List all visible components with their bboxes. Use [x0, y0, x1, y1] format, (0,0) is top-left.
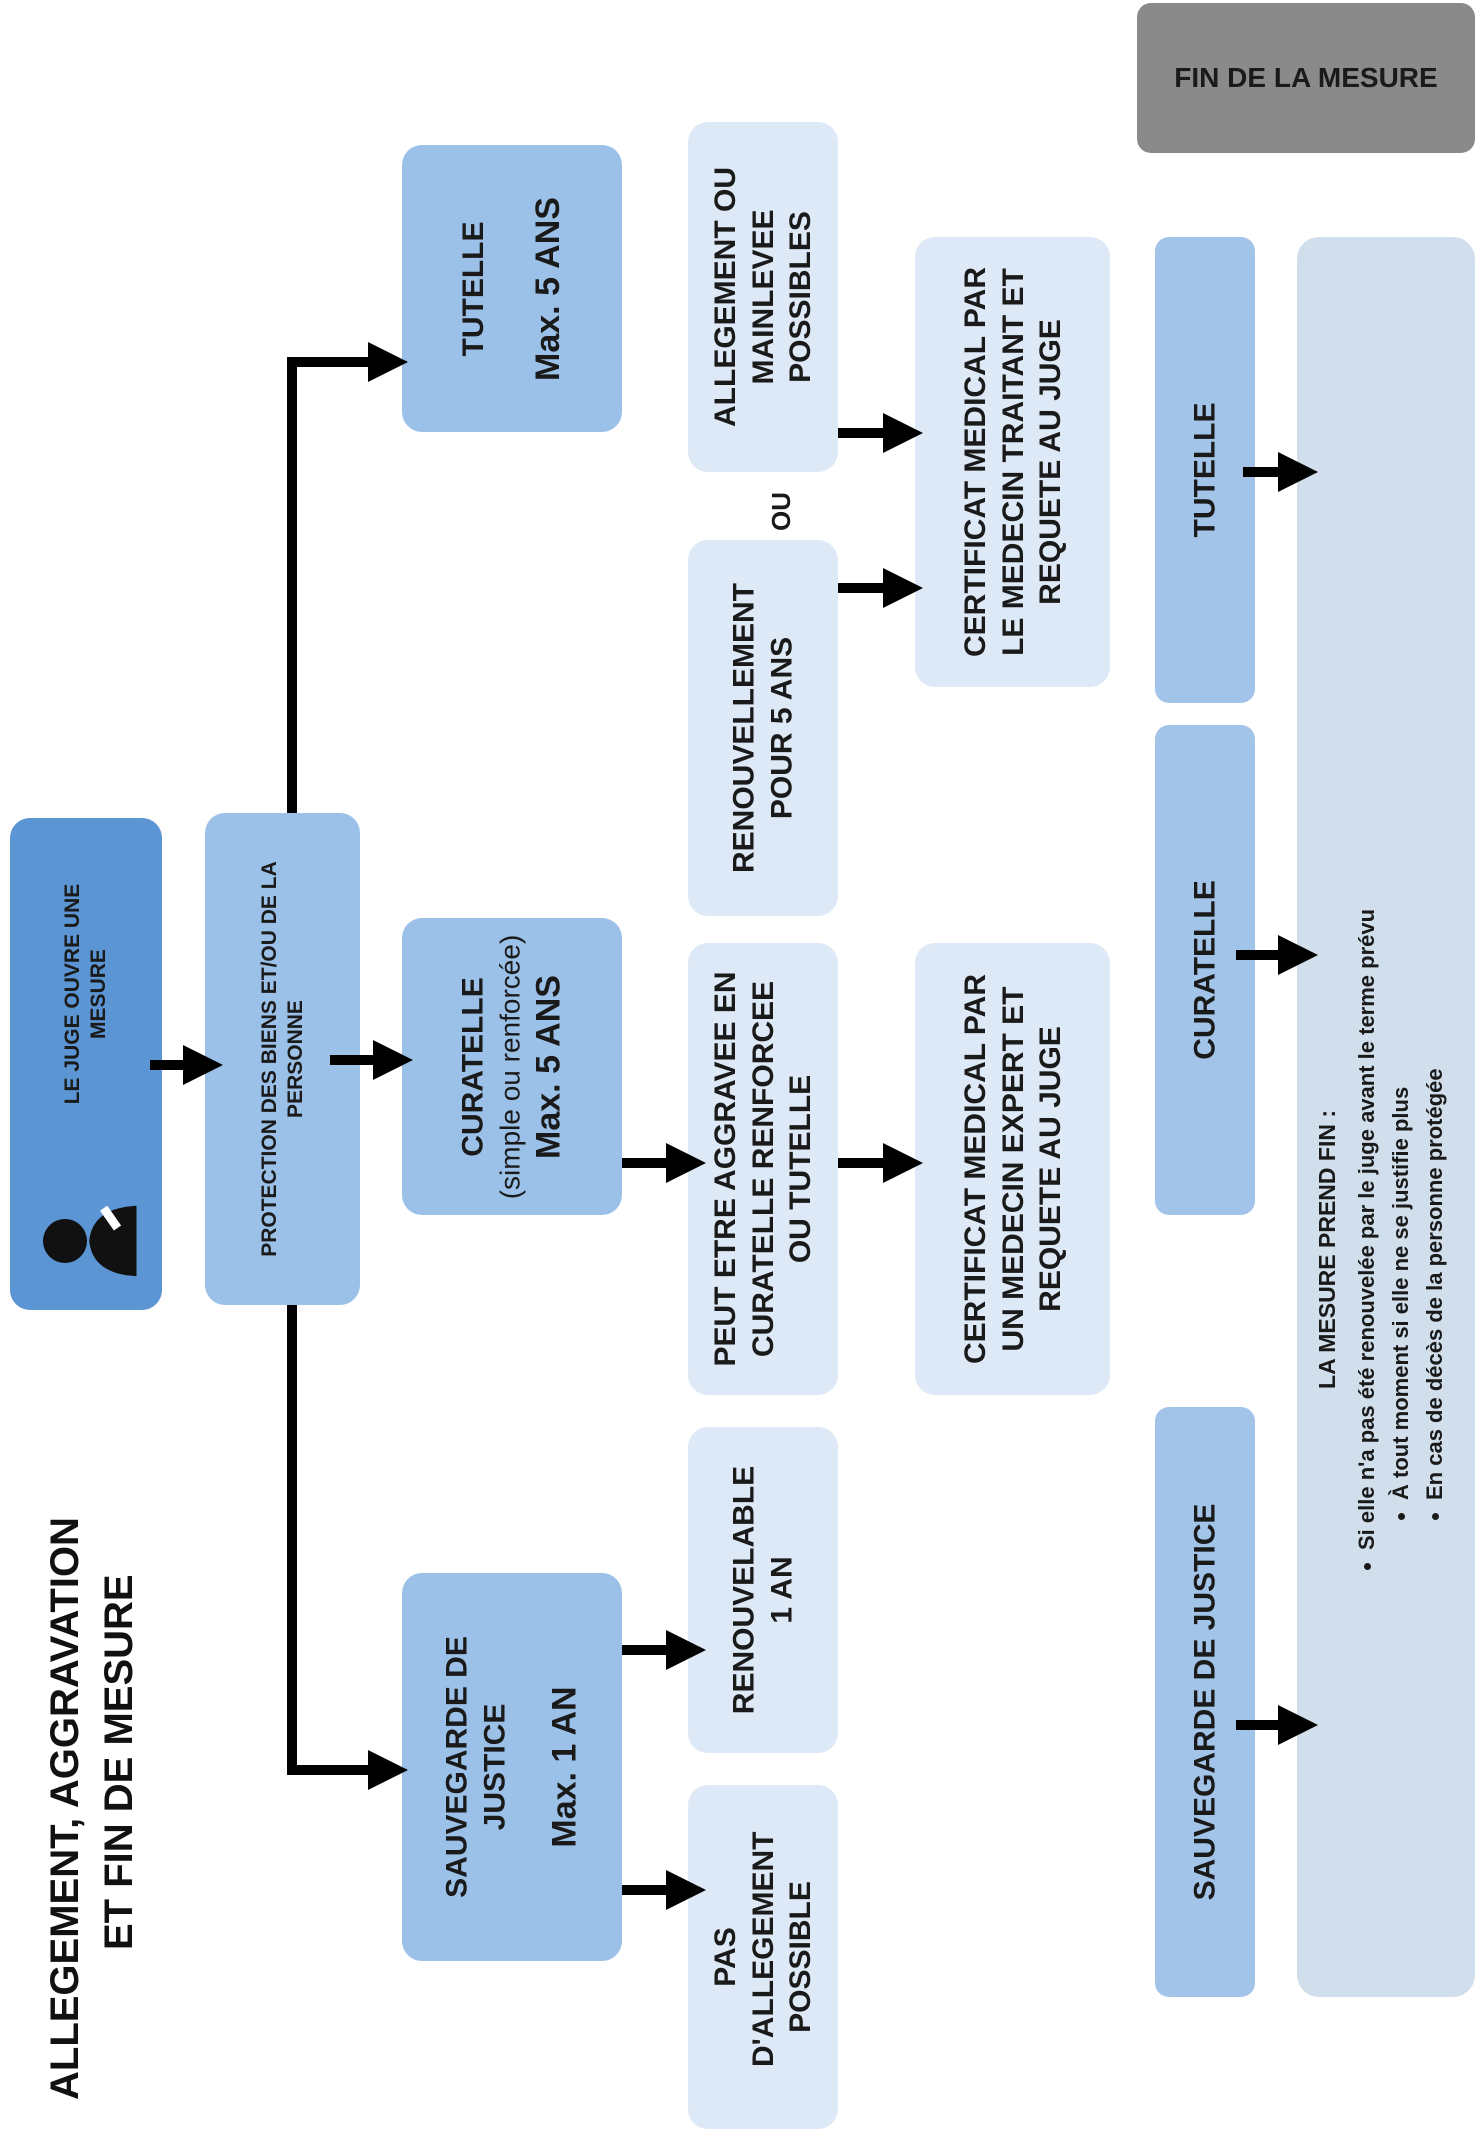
tutelle-box: TUTELLE Max. 5 ANS — [402, 145, 622, 432]
curatelle-box: CURATELLE (simple ou renforcée) Max. 5 A… — [402, 918, 622, 1215]
fin-curatelle-box: CURATELLE — [1155, 725, 1255, 1215]
pas-allegement-box: PAS D'ALLEGEMENT POSSIBLE — [688, 1785, 838, 2129]
fin-sauvegarde-box: SAUVEGARDE DE JUSTICE — [1155, 1407, 1255, 1997]
certificat-tutelle-box: CERTIFICAT MEDICAL PAR LE MEDECIN TRAITA… — [915, 237, 1110, 687]
aggravation-box: PEUT ETRE AGGRAVEE EN CURATELLE RENFORCE… — [688, 943, 838, 1395]
connector-to-sauvegarde — [287, 1305, 408, 1790]
judge-box: LE JUGE OUVRE UNE MESURE — [10, 818, 162, 1310]
judge-icon — [43, 1205, 137, 1277]
sauvegarde-box: SAUVEGARDE DE JUSTICE Max. 1 AN — [402, 1573, 622, 1961]
renouvellement-box: RENOUVELLEMENT POUR 5 ANS — [688, 540, 838, 916]
fin-header-box: FIN DE LA MESURE — [1137, 3, 1475, 153]
certificat-curatelle-box: CERTIFICAT MEDICAL PAR UN MEDECIN EXPERT… — [915, 943, 1110, 1395]
allegement-box: ALLEGEMENT OU MAINLEVEE POSSIBLES — [688, 122, 838, 472]
renouvelable-box: RENOUVELABLE 1 AN — [688, 1427, 838, 1753]
fin-conditions-panel — [1297, 237, 1475, 1997]
connector-to-tutelle — [287, 342, 408, 813]
fin-header-label: FIN DE LA MESURE — [1174, 62, 1438, 93]
fin-tutelle-box: TUTELLE — [1155, 237, 1255, 703]
